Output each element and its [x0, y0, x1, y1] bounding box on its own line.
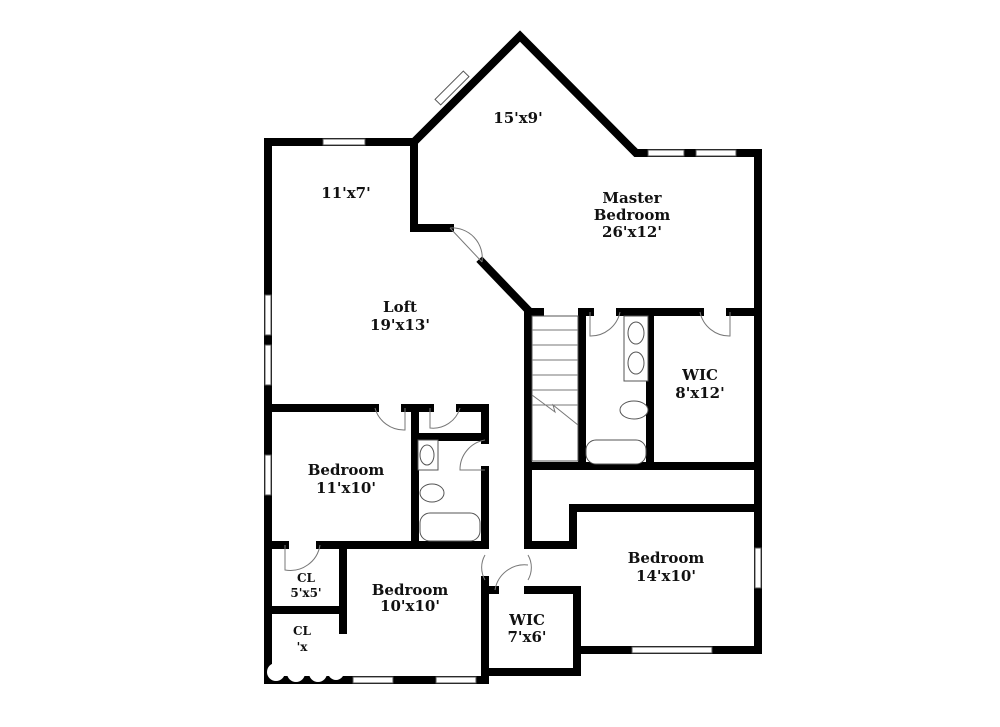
bedroom-left-label: Bedroom — [308, 461, 385, 479]
sink-icon — [627, 351, 645, 375]
window — [754, 547, 762, 589]
bay-size: 15'x9' — [493, 109, 542, 127]
bedroom-right-label: Bedroom — [628, 549, 705, 567]
staircase[interactable] — [531, 315, 579, 462]
toilet-icon — [419, 483, 445, 503]
nook-size: 11'x7' — [321, 184, 370, 202]
window — [264, 454, 272, 496]
toilet-icon — [619, 400, 649, 420]
room-labels: 11'x7' 15'x9' Master Bedroom 26'x12' Lof… — [290, 109, 724, 654]
window — [352, 676, 394, 684]
sink-icon — [627, 321, 645, 345]
wic-master-size: 8'x12' — [675, 384, 724, 402]
loft-size: 19'x13' — [370, 316, 430, 334]
closet-1-label: CL — [297, 571, 316, 585]
window — [264, 344, 272, 386]
bedroom-bottom-label: Bedroom — [372, 581, 449, 599]
closet-2-size: 'x — [297, 640, 309, 654]
master-label-2: Bedroom — [594, 206, 671, 224]
watermark-blob — [267, 663, 344, 682]
interior-walls — [264, 308, 762, 684]
wic-master-label: WIC — [681, 366, 718, 384]
bedroom-bottom-size: 10'x10' — [380, 597, 440, 615]
sink-icon — [419, 444, 435, 466]
window — [647, 149, 685, 157]
closet-2-label: CL — [293, 624, 312, 638]
window — [434, 70, 470, 106]
doors — [284, 227, 731, 591]
window — [264, 294, 272, 336]
fixtures — [417, 315, 649, 542]
master-label-1: Master — [602, 189, 662, 207]
bedroom-left-size: 11'x10' — [316, 479, 376, 497]
windows — [264, 70, 762, 684]
window — [631, 646, 713, 654]
window — [322, 138, 366, 146]
wic-bottom-label: WIC — [508, 611, 545, 629]
loft-label: Loft — [383, 298, 417, 316]
closet-1-size: 5'x5' — [290, 586, 321, 600]
wic-bottom-size: 7'x6' — [507, 628, 546, 646]
master-size: 26'x12' — [602, 223, 662, 241]
bathtub-icon — [419, 512, 481, 542]
window — [435, 676, 477, 684]
bathtub-icon — [585, 439, 647, 465]
window — [695, 149, 737, 157]
bedroom-right-size: 14'x10' — [636, 567, 696, 585]
